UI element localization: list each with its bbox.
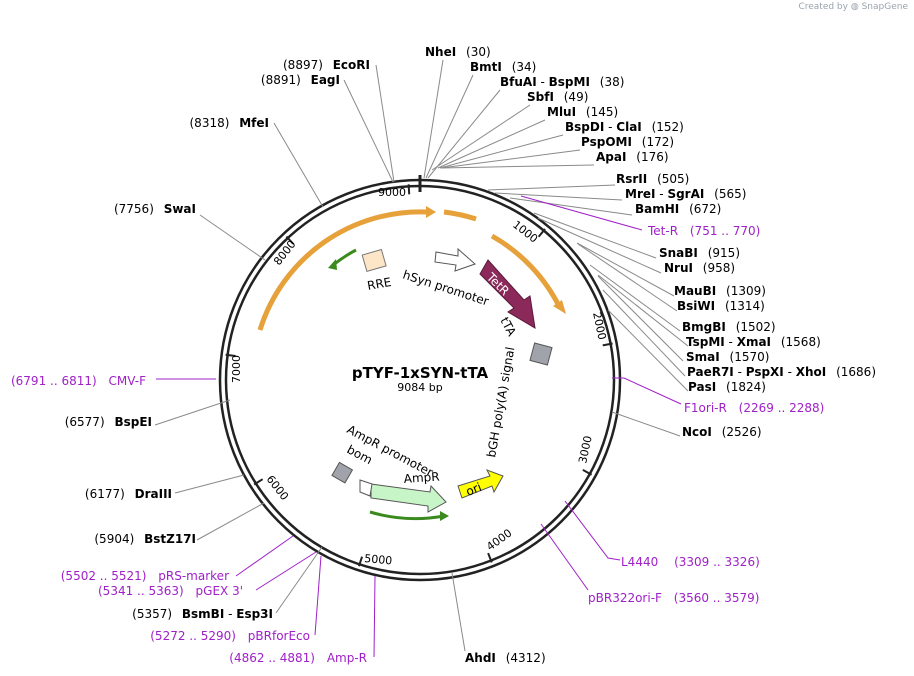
plasmid-length: 9084 bp: [397, 381, 442, 394]
site-paer7i-pspxi-xhoi: PaeR7I - PspXI - XhoI (1686): [687, 365, 876, 379]
tick-mark-2000: [602, 342, 613, 347]
primer-prs-marker: (5502 .. 5521) pRS-marker: [61, 569, 229, 583]
site-ncoi: NcoI (2526): [682, 425, 762, 439]
feature-label-bgh-polya: bGH poly(A) signal: [484, 346, 517, 459]
site-bmti: BmtI (34): [470, 60, 536, 74]
site-bspei: (6577) BspEI: [65, 415, 152, 429]
tick-mark-8000: [285, 235, 294, 245]
tick-mark-6000: [253, 478, 264, 486]
site-pspomi: PspOMI (172): [581, 135, 674, 149]
site-bstz17i: (5904) BstZ17I: [94, 532, 196, 546]
tick-mark-1000: [537, 228, 546, 238]
primer-tet-r: Tet-R (751 .. 770): [647, 224, 760, 238]
site-bsiwi: BsiWI (1314): [677, 299, 765, 313]
feature-bgh-polya-box: [529, 342, 553, 366]
feature-label-rre: RRE: [366, 275, 392, 293]
sites-left: (8897) EcoRI (8891) EagI (8318) MfeI (77…: [65, 58, 370, 621]
credit-prefix: Created by: [798, 2, 848, 12]
site-mlui: MluI (145): [547, 105, 618, 119]
sites-right: NheI (30) BmtI (34) BfuAI - BspMI (38) S…: [425, 45, 876, 665]
site-bfuai-bspmi: BfuAI - BspMI (38): [500, 75, 624, 89]
site-mfei: (8318) MfeI: [190, 116, 270, 130]
primer-f1ori-r: F1ori-R (2269 .. 2288): [684, 401, 824, 415]
feature-arc-green-2: [369, 510, 445, 521]
site-sbfi: SbfI (49): [527, 90, 588, 104]
site-draiii: (6177) DraIII: [85, 487, 172, 501]
site-bspdi-clai: BspDI - ClaI (152): [565, 120, 684, 134]
site-tspmi-xmai: TspMI - XmaI (1568): [686, 335, 821, 349]
site-pasi: PasI (1824): [688, 380, 766, 394]
feature-hsyn-promoter-arrow: [434, 247, 476, 272]
site-nrui: NruI (958): [664, 261, 735, 275]
primer-leaders: [156, 195, 682, 658]
tick-marks: [225, 175, 613, 567]
site-mrei-sgrai: MreI - SgrAI (565): [625, 187, 746, 201]
feature-arc-orange-2: [443, 209, 477, 222]
primers: Tet-R (751 .. 770) F1ori-R (2269 .. 2288…: [11, 224, 824, 665]
tick-mark-4000: [487, 552, 493, 563]
site-maubi: MauBI (1309): [674, 284, 766, 298]
snapgene-logo-icon: ◍: [850, 2, 859, 12]
feature-label-ampr: AmpR: [403, 470, 440, 486]
feature-label-ori: ori: [464, 480, 484, 499]
feature-arc-orange-3: [490, 233, 563, 310]
site-swai: (7756) SwaI: [114, 202, 196, 216]
tick-label-4000: 4000: [484, 526, 514, 553]
feature-arc-orange-3-arrow: [553, 300, 566, 314]
tick-label-7000: 7000: [230, 355, 243, 383]
site-ahdi: AhdI (4312): [465, 651, 546, 665]
primer-cmv-f: (6791 .. 6811) CMV-F: [11, 374, 146, 388]
feature-ori-arrow: [457, 469, 504, 499]
feature-ampr-promoter-arrow: [359, 479, 373, 497]
tick-mark-5000: [357, 556, 364, 567]
snapgene-credit: Created by ◍ SnapGene: [798, 2, 908, 12]
site-eagi: (8891) EagI: [261, 73, 340, 87]
feature-bom-box: [331, 461, 354, 484]
tick-label-2000: 2000: [590, 311, 609, 341]
feature-arc-green-1-arrow: [328, 259, 337, 270]
site-apai: ApaI (176): [596, 150, 669, 164]
feature-label-hsyn-promoter: hSyn promoter: [401, 268, 490, 309]
tick-label-5000: 5000: [364, 552, 393, 567]
primer-pbrforeco: (5272 .. 5290) pBRforEco: [150, 629, 310, 643]
feature-ampr-arrow: [370, 483, 447, 513]
site-rsrii: RsrII (505): [616, 172, 689, 186]
site-ecori: (8897) EcoRI: [283, 58, 370, 72]
primer-pbr322ori-f: pBR322ori-F (3560 .. 3579): [588, 591, 759, 605]
primer-pgex-3: (5341 .. 5363) pGEX 3': [98, 584, 243, 598]
primer-amp-r: (4862 .. 4881) Amp-R: [229, 651, 367, 665]
site-bmgbi: BmgBI (1502): [682, 320, 776, 334]
site-snabi: SnaBI (915): [659, 246, 740, 260]
feature-tetr-arrow: [479, 259, 536, 329]
credit-brand: SnapGene: [861, 2, 908, 12]
tick-label-1000: 1000: [510, 218, 540, 245]
plasmid-name: pTYF-1xSYN-tTA: [352, 364, 489, 382]
site-bsmbi-esp3i: (5357) BsmBI - Esp3I: [132, 607, 273, 621]
site-smai: SmaI (1570): [686, 350, 769, 364]
feature-arc-orange-1: [257, 209, 429, 331]
feature-rre-box: [361, 248, 387, 273]
tick-mark-3000: [582, 468, 593, 476]
tick-label-9000: 9000: [378, 186, 406, 199]
feature-arc-green-2-arrow: [440, 511, 449, 521]
site-bamhi: BamHI (672): [635, 202, 721, 216]
tick-label-3000: 3000: [576, 435, 595, 465]
site-nhei: NheI (30): [425, 45, 491, 59]
tick-mark-9000: [407, 184, 411, 195]
feature-label-tta: tTA: [497, 315, 519, 339]
tick-mark-7000: [225, 353, 236, 358]
primer-l4440: L4440 (3309 .. 3326): [621, 555, 760, 569]
site-leaders: [154, 59, 689, 652]
feature-arc-orange-1-arrow: [426, 206, 436, 218]
